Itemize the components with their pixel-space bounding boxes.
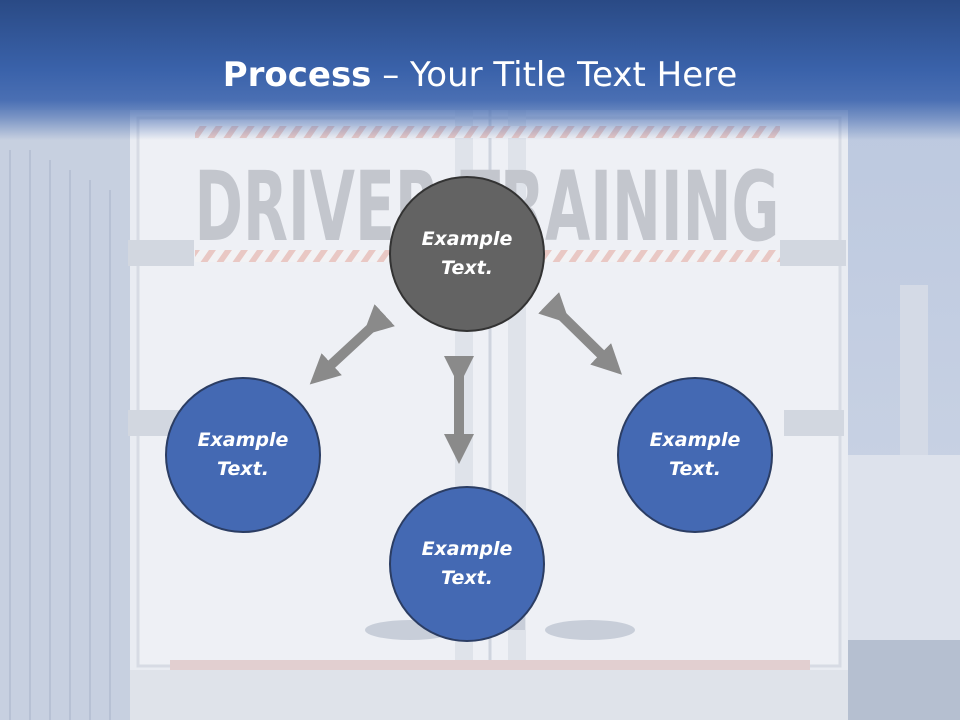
slide-title-rest: – Your Title Text Here <box>371 55 738 95</box>
arrow-center-right <box>538 292 622 375</box>
title-band <box>0 0 960 140</box>
slide-title-bold: Process <box>222 55 372 95</box>
arrow-center-left <box>309 304 395 385</box>
slide-title: Process – Your Title Text Here <box>0 52 960 98</box>
